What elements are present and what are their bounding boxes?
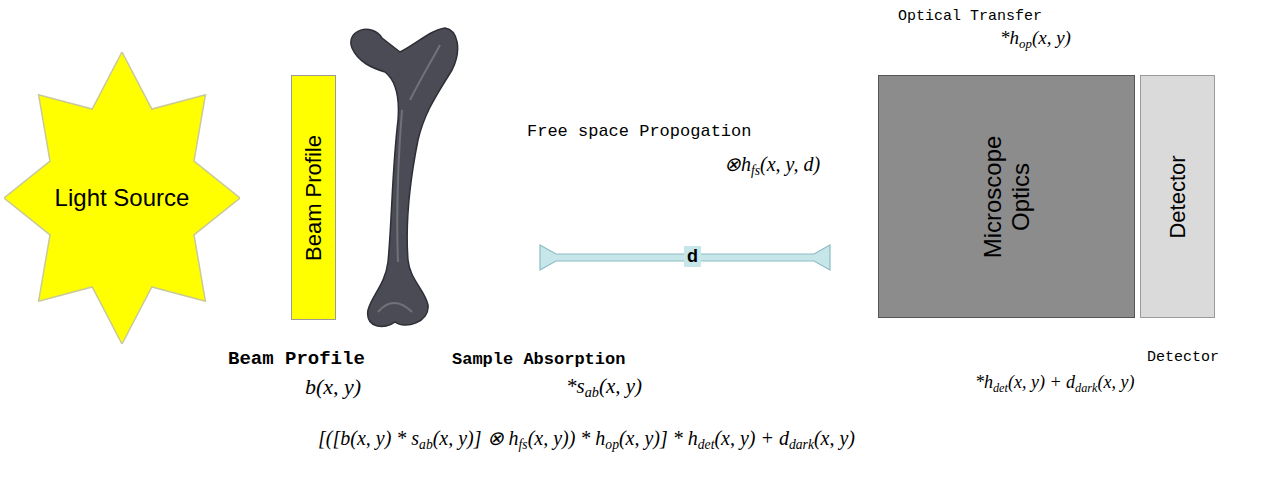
label-text: (x, y)	[814, 427, 855, 449]
label-text: b(x, y)	[305, 374, 361, 399]
label-text: Sample Absorption	[452, 350, 625, 369]
subscript: op	[1019, 36, 1032, 51]
text-holder: Light Source	[4, 52, 240, 344]
node-label: Beam Profile	[301, 83, 326, 313]
stage-formula: ⊗hfs(x, y, d)	[724, 152, 820, 179]
femur-shading	[378, 45, 440, 312]
label-text: Beam Profile	[228, 348, 365, 370]
label-text: Optical Transfer	[898, 8, 1042, 25]
label-text: *h	[1000, 27, 1019, 48]
subscript: fs	[519, 437, 528, 452]
distance-label: d	[684, 246, 701, 267]
label-text: (x, y)] * h	[619, 427, 698, 449]
microscope-optics-box: Microscope Optics	[878, 75, 1135, 318]
label-text: (x, y)] ⊗ h	[433, 427, 519, 449]
subscript: op	[605, 437, 619, 452]
femur-bone	[351, 28, 458, 326]
subscript: ab	[585, 384, 599, 400]
stage-title: Sample Absorption	[452, 350, 625, 369]
subscript: dark	[789, 437, 814, 452]
node-label: Microscope Optics	[979, 117, 1034, 277]
subscript: fs	[751, 163, 760, 178]
subscript: dark	[1075, 381, 1097, 395]
label-text: Free space Propogation	[527, 122, 751, 141]
label-text: (x, y)	[599, 374, 642, 398]
subscript: ab	[419, 437, 433, 452]
femur-illustration	[351, 28, 458, 326]
detector-box: Detector	[1140, 75, 1215, 318]
label-text: (x, y)	[1098, 372, 1135, 392]
subscript: det	[698, 437, 715, 452]
label-text: (x, y)	[1032, 27, 1071, 48]
label-text: (x, y, d)	[760, 153, 820, 175]
label-text: *h	[975, 372, 993, 392]
label-text: Detector	[1147, 349, 1219, 366]
stage-title: Free space Propogation	[527, 122, 751, 141]
stage-title: Detector	[1147, 349, 1219, 366]
text-holder: Microscope Optics	[979, 117, 1034, 277]
chain-formula: [([b(x, y) * sab(x, y)] ⊗ hfs(x, y)) * h…	[318, 426, 855, 453]
subscript: det	[993, 381, 1008, 395]
text-holder: Beam Profile	[301, 83, 326, 313]
label-text: *s	[566, 374, 585, 398]
stage-formula: *hop(x, y)	[1000, 27, 1071, 52]
stage-title: Optical Transfer	[898, 8, 1042, 25]
stage-title: Beam Profile	[228, 348, 365, 370]
stage-formula: b(x, y)	[305, 374, 361, 400]
femur-fragment	[358, 30, 363, 35]
text-holder: Detector	[1165, 84, 1190, 309]
label-text: [([b(x, y) * s	[318, 427, 419, 449]
distance-bar	[540, 245, 830, 270]
star-shape	[4, 52, 240, 344]
label-text: (x, y)) * h	[528, 427, 606, 449]
label-text: ⊗h	[724, 153, 751, 175]
label-text: (x, y) + d	[1008, 372, 1075, 392]
light-source-star: Light Source	[4, 52, 240, 344]
stage-formula: *hdet(x, y) + ddark(x, y)	[975, 372, 1134, 396]
stage-formula: *sab(x, y)	[566, 374, 642, 401]
node-label: Light Source	[55, 184, 190, 212]
node-label: Detector	[1165, 84, 1190, 309]
beam-profile-box: Beam Profile	[291, 75, 336, 320]
label-text: (x, y) + d	[714, 427, 789, 449]
label-text: d	[687, 246, 698, 266]
